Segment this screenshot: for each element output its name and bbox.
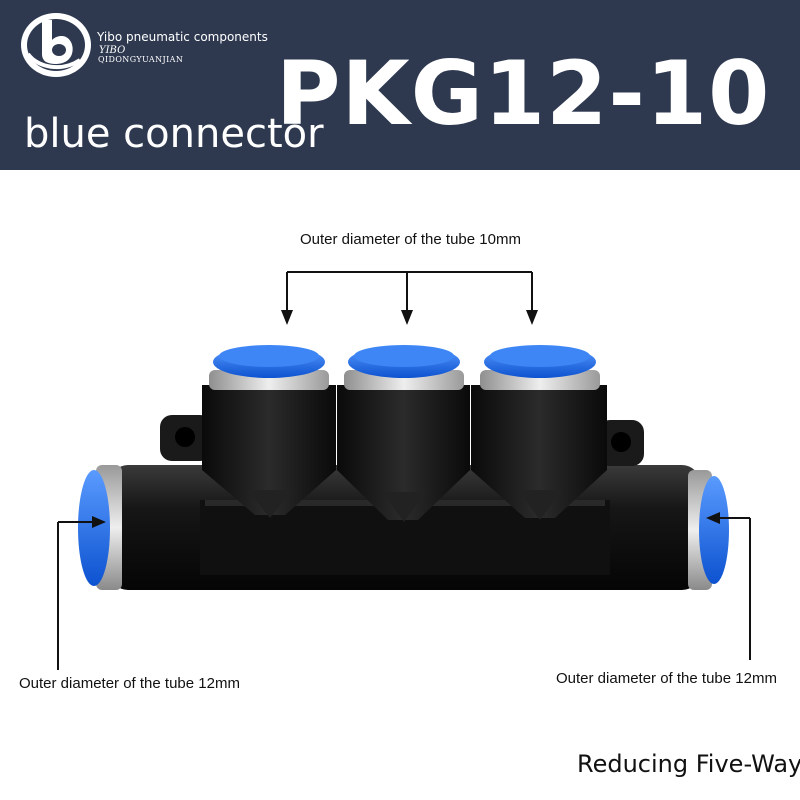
b-letter-logo-icon [21,13,91,77]
top-port-label: Outer diameter of the tube 10mm [300,231,521,248]
vertical-cups [202,385,607,522]
product-type-caption: Reducing Five-Way [577,750,800,778]
brand-mark: YIBO [99,45,126,56]
brand-name: Yibo pneumatic components [97,30,268,44]
brand-tagline: QIDONGYUANJIAN [98,55,184,64]
product-subtitle: blue connector [24,111,324,157]
left-port-label: Outer diameter of the tube 12mm [19,675,240,692]
model-number: PKG12-10 [276,42,771,145]
fitting-photo [57,271,751,670]
right-port-label: Outer diameter of the tube 12mm [556,670,777,687]
header-banner: Yibo pneumatic components YIBO QIDONGYUA… [0,0,800,170]
